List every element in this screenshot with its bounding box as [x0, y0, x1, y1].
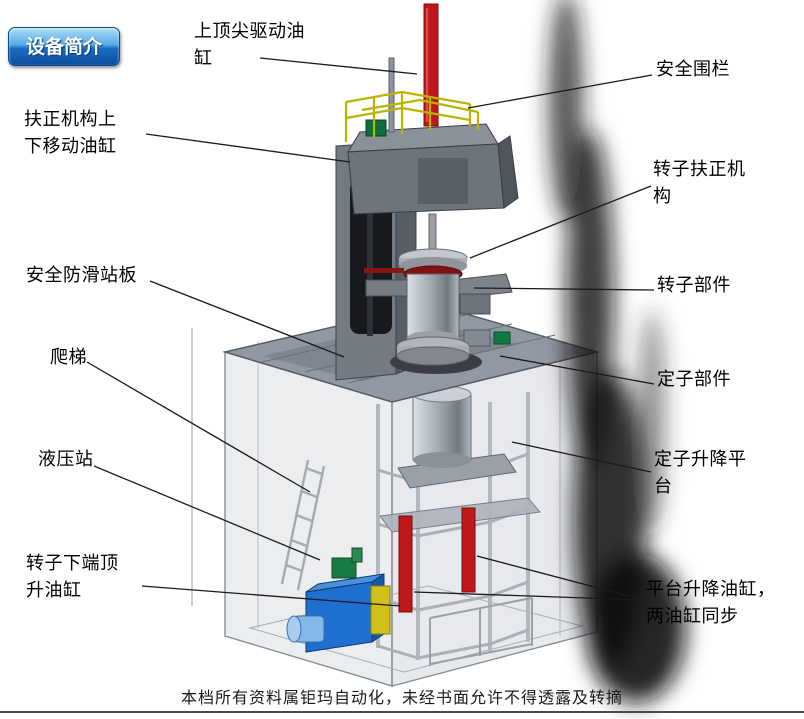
callout-centering-lift-cylinder: 扶正机构上 下移动油缸: [24, 109, 117, 156]
leader-line: [86, 361, 311, 493]
leader-line: [476, 555, 645, 601]
rotor-assembly-graphic: [364, 213, 513, 374]
platform-lift-cylinders-graphic: [398, 507, 476, 613]
leader-line: [467, 74, 653, 109]
callout-top-center-drive-cylinder: 上顶尖驱动油 缸: [194, 21, 305, 68]
ladder-graphic: [280, 459, 326, 591]
callout-stator-lift-platform: 定子升降平 台: [654, 449, 747, 496]
leader-line: [473, 287, 655, 291]
callout-stator-component: 定子部件: [657, 369, 731, 389]
callout-rotor-component: 转子部件: [657, 275, 731, 295]
leader-line: [145, 133, 351, 163]
leader-line: [259, 57, 418, 75]
title-badge-label: 设备简介: [26, 37, 103, 58]
safety-fence-graphic: [344, 90, 480, 142]
callout-platform-lift-cylinders: 平台升降油缸， 两油缸同步: [646, 579, 776, 626]
callout-rotor-centering-mechanism: 转子扶正机 构: [653, 159, 746, 206]
leader-line: [413, 591, 645, 601]
leader-lines: [86, 57, 655, 607]
bottom-rule: [0, 711, 804, 713]
stator-column-graphic: [379, 385, 541, 533]
leader-line: [141, 585, 401, 607]
leader-line: [149, 280, 345, 358]
callout-ladder: 爬梯: [50, 347, 87, 367]
footer-disclaimer: 本档所有资料属钜玛自动化，未经书面允许不得透露及转摘: [180, 690, 623, 707]
leader-line: [469, 185, 652, 259]
callout-hydraulic-station: 液压站: [38, 449, 94, 469]
press-head: [347, 119, 519, 215]
callout-safety-fence: 安全围栏: [656, 59, 730, 79]
shadow-smudge: [549, 0, 686, 703]
callout-anti-slip-plate: 安全防滑站板: [26, 265, 137, 285]
callout-rotor-bottom-jack-cylinder: 转子下端顶 升油缸: [26, 553, 119, 600]
title-badge: 设备简介: [8, 27, 121, 66]
leader-line: [511, 441, 652, 473]
base-frame: [429, 597, 533, 666]
leader-line: [93, 465, 321, 561]
leader-line: [499, 355, 655, 385]
